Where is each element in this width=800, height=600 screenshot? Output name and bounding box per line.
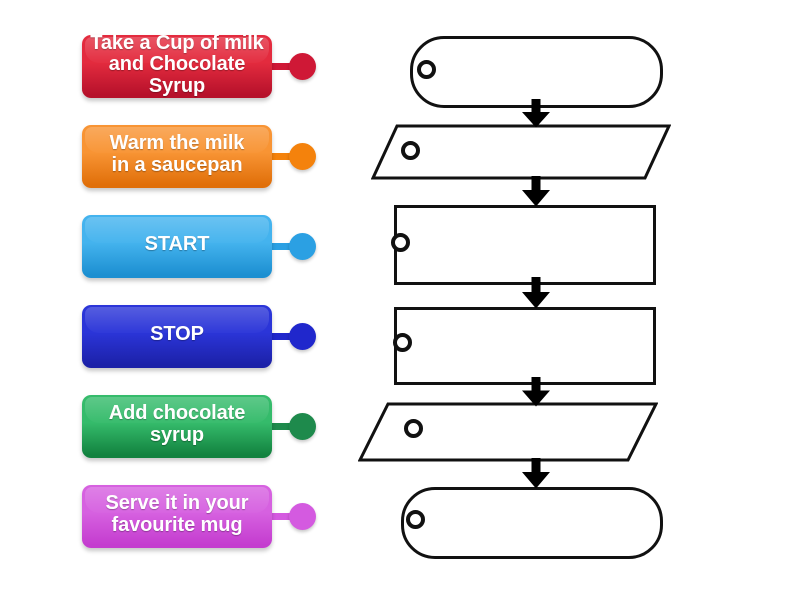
tile-label-line1: Add chocolate: [108, 402, 246, 425]
drop-target-ring-5[interactable]: [404, 419, 423, 438]
flowchart-node-6-stadium[interactable]: [401, 487, 663, 559]
flow-arrow-5: [520, 458, 552, 489]
flow-arrow-4: [520, 377, 552, 407]
tile-connector-stem: [268, 333, 298, 340]
answer-tile-row: STOP: [0, 292, 340, 382]
flowchart-node-5-parallelogram[interactable]: [358, 402, 658, 462]
flowchart-node-3-rectangle[interactable]: [394, 205, 656, 285]
tile-start[interactable]: START: [82, 215, 272, 278]
tile-connector-stem: [268, 153, 298, 160]
tile-connector-knob[interactable]: [289, 53, 316, 80]
tile-label-line2: syrup: [150, 424, 204, 446]
tile-label-line1: Serve it in your: [105, 492, 249, 515]
tile-connector-knob[interactable]: [289, 413, 316, 440]
drop-target-ring-4[interactable]: [393, 333, 412, 352]
tile-connector-stem: [268, 243, 298, 250]
drop-target-ring-2[interactable]: [401, 141, 420, 160]
tile-label-line1: Take a Cup of milk: [90, 31, 264, 54]
drop-target-ring-3[interactable]: [391, 233, 410, 252]
tile-connector-knob[interactable]: [289, 503, 316, 530]
flow-arrow-1: [520, 99, 552, 128]
flowchart-node-1-stadium[interactable]: [410, 36, 663, 108]
tile-connector-stem: [268, 63, 298, 70]
tile-label-line2: favourite mug: [111, 514, 243, 536]
tile-connector-knob[interactable]: [289, 143, 316, 170]
drop-target-ring-1[interactable]: [417, 60, 436, 79]
tile-connector-stem: [268, 513, 298, 520]
answer-tile-row: START: [0, 202, 340, 292]
tile-connector-knob[interactable]: [289, 233, 316, 260]
tile-connector-stem: [268, 423, 298, 430]
tile-connector-knob[interactable]: [289, 323, 316, 350]
flow-arrow-3: [520, 277, 552, 309]
flowchart-diagram: [355, 0, 800, 600]
flowchart-node-4-rectangle[interactable]: [394, 307, 656, 385]
drop-target-ring-6[interactable]: [406, 510, 425, 529]
tile-label-line1: Warm the milk: [109, 132, 245, 155]
flowchart-node-2-parallelogram[interactable]: [371, 124, 671, 180]
tile-label: START: [144, 233, 210, 256]
flow-arrow-2: [520, 176, 552, 207]
tile-label-line2: in a saucepan: [111, 154, 243, 176]
tile-label: STOP: [150, 323, 204, 346]
tile-label-line2: and Chocolate Syrup: [108, 53, 246, 97]
tile-stop[interactable]: STOP: [82, 305, 272, 368]
